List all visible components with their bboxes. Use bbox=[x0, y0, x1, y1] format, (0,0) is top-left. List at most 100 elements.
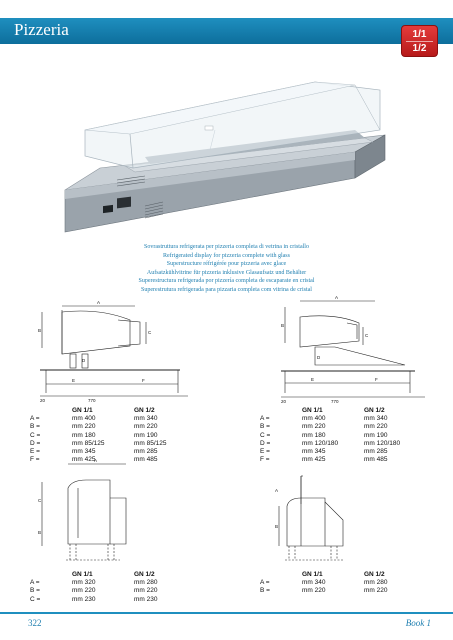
spec-value: mm 230 bbox=[134, 595, 158, 603]
spec-value: mm 220 bbox=[364, 587, 388, 595]
caption-line-fr: Superstructure réfrigérée pour pizzeria … bbox=[166, 261, 287, 268]
spec-value: mm 485 bbox=[364, 456, 388, 464]
dim-c-label: C bbox=[148, 330, 152, 335]
spec-value: mm 220 bbox=[302, 587, 326, 595]
technical-drawing-top-right: A B D C E F 20 770 bbox=[281, 295, 425, 404]
spec-key: E = bbox=[260, 448, 270, 456]
spec-key: D = bbox=[260, 439, 271, 447]
dim-20-label: 20 bbox=[40, 398, 46, 403]
spec-value: mm 190 bbox=[134, 431, 158, 439]
spec-value: mm 220 bbox=[134, 587, 158, 595]
spec-value: mm 345 bbox=[72, 448, 96, 456]
dim-a-label: A bbox=[335, 295, 338, 300]
dim-b-label: B bbox=[38, 328, 41, 333]
spec-value: mm 280 bbox=[364, 579, 388, 586]
spec-key: C = bbox=[30, 595, 41, 603]
dim-b-label: B bbox=[281, 323, 284, 328]
spec-value: mm 345 bbox=[302, 448, 326, 456]
dim-c-label: C bbox=[38, 498, 42, 503]
badge-top-label: 1/1 bbox=[406, 28, 433, 42]
spec-header-gn12: GN 1/2 bbox=[364, 571, 385, 578]
spec-value: mm 220 bbox=[72, 587, 96, 595]
gn-size-badge: 1/1 1/2 bbox=[401, 25, 438, 57]
spec-value: mm 485 bbox=[134, 456, 158, 464]
spec-header-gn11: GN 1/1 bbox=[302, 407, 323, 414]
spec-header-blank bbox=[30, 406, 72, 415]
spec-header-blank bbox=[30, 570, 72, 579]
spec-value: mm 280 bbox=[134, 579, 158, 586]
spec-header-gn12: GN 1/2 bbox=[134, 407, 155, 414]
table-row: F = mm 425 mm 485 bbox=[260, 456, 400, 464]
spec-header-gn11: GN 1/1 bbox=[302, 571, 323, 578]
spec-value: mm 340 bbox=[134, 415, 158, 422]
dim-770-label: 770 bbox=[88, 398, 96, 403]
spec-header-gn12: GN 1/2 bbox=[364, 407, 385, 414]
spec-value: mm 320 bbox=[72, 579, 96, 586]
dim-770-label: 770 bbox=[331, 399, 339, 404]
technical-drawing-top-left: A B C D E F 20 770 bbox=[38, 300, 188, 403]
dim-e-label: E bbox=[72, 378, 75, 383]
spec-key: A = bbox=[30, 415, 40, 422]
spec-header-gn11: GN 1/1 bbox=[72, 571, 93, 578]
spec-value: mm 85/125 bbox=[134, 439, 167, 447]
dim-b-label: B bbox=[275, 524, 278, 529]
spec-value: mm 85/125 bbox=[72, 439, 105, 447]
page-header: Pizzeria 1/1 1/2 bbox=[0, 0, 453, 58]
spec-value: mm 180 bbox=[302, 431, 326, 439]
dim-f-label: F bbox=[375, 377, 378, 382]
header-bar bbox=[0, 18, 453, 44]
table-row: C = mm 180 mm 190 bbox=[30, 432, 167, 440]
spec-header-blank bbox=[260, 406, 302, 415]
spec-value: mm 220 bbox=[302, 423, 326, 431]
dim-d-label: D bbox=[82, 358, 86, 363]
table-row: F = mm 425 mm 485 bbox=[30, 456, 167, 464]
refrigerated-display-illustration bbox=[64, 81, 386, 233]
spec-header-blank bbox=[260, 570, 302, 579]
spec-header-gn11: GN 1/1 bbox=[72, 407, 93, 414]
dim-f-label: F bbox=[142, 378, 145, 383]
spec-key: F = bbox=[260, 456, 270, 464]
spec-header-gn12: GN 1/2 bbox=[134, 571, 155, 578]
spec-value: mm 180 bbox=[72, 431, 96, 439]
spec-value: mm 220 bbox=[134, 423, 158, 431]
spec-key: A = bbox=[260, 579, 270, 586]
footer-divider bbox=[0, 612, 453, 614]
spec-value: mm 190 bbox=[364, 431, 388, 439]
spec-value: mm 425 bbox=[302, 456, 326, 464]
product-description: Sovrastruttura refrigerata per pizzeria … bbox=[60, 243, 393, 295]
technical-drawing-bottom-left: A C B bbox=[38, 458, 127, 561]
caption-line-en: Refrigerated display for pizzeria comple… bbox=[163, 252, 290, 259]
caption-line-pt: Superestrutura refrigerada para pizzaria… bbox=[141, 286, 312, 293]
technical-drawing-bottom-right: A B bbox=[275, 475, 344, 561]
spec-value: mm 400 bbox=[72, 415, 96, 422]
dim-b-label: B bbox=[38, 530, 41, 535]
spec-key: B = bbox=[260, 587, 270, 595]
spec-value: mm 230 bbox=[72, 595, 96, 603]
caption-line-es: Superestructura refrigerada por pizzería… bbox=[138, 278, 315, 285]
spec-value: mm 340 bbox=[302, 579, 326, 586]
spec-value: mm 285 bbox=[364, 448, 388, 456]
book-label: Book 1 bbox=[405, 618, 431, 628]
spec-key: C = bbox=[30, 431, 41, 439]
dim-20-label: 20 bbox=[281, 399, 287, 404]
spec-key: B = bbox=[260, 423, 270, 431]
dim-a-label: A bbox=[94, 458, 97, 463]
spec-key: F = bbox=[30, 456, 40, 464]
spec-value: mm 220 bbox=[72, 423, 96, 431]
table-row: A = mm 400 mm 340 bbox=[30, 415, 167, 423]
table-row: B = mm 220 mm 220 bbox=[260, 587, 387, 595]
spec-key: E = bbox=[30, 448, 40, 456]
caption-line-it: Sovrastruttura refrigerata per pizzeria … bbox=[144, 244, 309, 250]
spec-value: mm 425 bbox=[72, 456, 96, 464]
page-title: Pizzeria bbox=[14, 20, 69, 39]
spec-key: A = bbox=[30, 579, 40, 586]
